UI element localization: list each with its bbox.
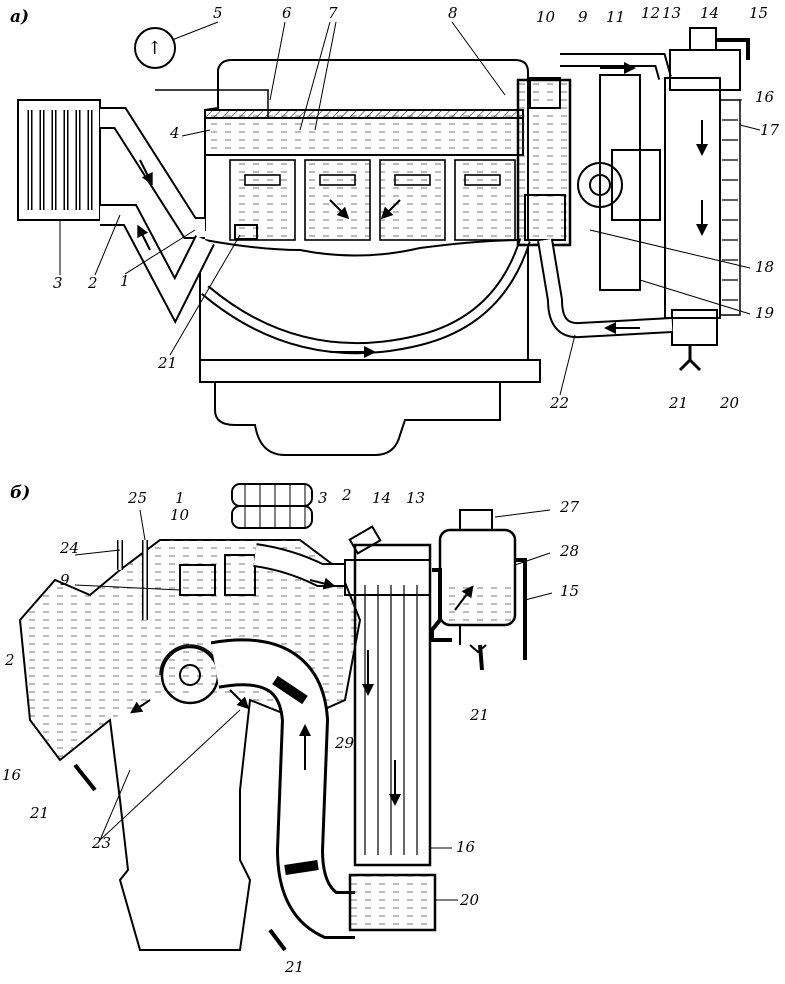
label-b-21: 21 [469, 706, 489, 724]
label-a-20: 20 [719, 394, 740, 412]
heater-core-a [17, 99, 101, 221]
label-b-25: 25 [127, 489, 147, 507]
label-a-6: 6 [282, 4, 292, 22]
radiator-cap-a [689, 27, 717, 51]
label-a-4: 4 [169, 124, 180, 142]
lower-tank-b [348, 873, 437, 932]
label-a-16: 16 [755, 88, 775, 106]
label-b-21c: 21 [284, 958, 304, 976]
label-a-11: 11 [606, 8, 625, 26]
label-b-3: 3 [318, 489, 328, 507]
label-a-1: 1 [120, 272, 130, 290]
label-b-20: 20 [459, 891, 480, 909]
label-b-21b: 21 [29, 804, 49, 822]
label-a-12: 12 [641, 4, 660, 22]
label-a-21: 21 [157, 354, 177, 372]
fan-a [599, 74, 661, 291]
label-b-2: 2 [341, 486, 352, 504]
label-a-21b: 21 [668, 394, 688, 412]
label-b-29: 29 [334, 734, 355, 752]
label-a-13: 13 [662, 4, 681, 22]
diagram-a [17, 27, 750, 456]
radiator-a [664, 77, 721, 319]
lower-tank-a [671, 309, 718, 346]
label-b-9: 9 [60, 571, 70, 589]
label-b-23: 23 [91, 834, 111, 852]
heater-core-b [231, 483, 313, 529]
label-a-18: 18 [755, 258, 774, 276]
radiator-b [353, 543, 432, 867]
label-a-22: 22 [549, 394, 569, 412]
label-a-5: 5 [213, 4, 223, 22]
label-b-1: 1 [175, 489, 185, 507]
label-b-2b: 2 [4, 651, 15, 669]
label-a-7: 7 [328, 4, 338, 22]
leader-lines [59, 21, 761, 901]
expansion-tank-a [669, 49, 741, 91]
tank-cap-b [459, 509, 493, 531]
label-a-3: 3 [53, 274, 63, 292]
label-b-28: 28 [559, 542, 579, 560]
cylinders-a [229, 159, 516, 241]
label-a-10: 10 [536, 8, 556, 26]
label-a-14: 14 [700, 4, 719, 22]
label-b-27: 27 [559, 498, 580, 516]
label-b-10: 10 [170, 506, 190, 524]
label-a-15: 15 [749, 4, 768, 22]
label-b-16: 16 [2, 766, 22, 784]
label-a-8: 8 [448, 4, 458, 22]
panel-a-label: а) [10, 7, 29, 27]
label-a-2: 2 [87, 274, 98, 292]
oil-pan-flange-a [199, 359, 541, 383]
diagram-b [18, 483, 527, 952]
label-a-9: 9 [578, 8, 588, 26]
label-a-17: 17 [760, 121, 780, 139]
temperature-gauge-a [134, 27, 176, 69]
label-b-24: 24 [59, 539, 79, 557]
thermostat-b [179, 564, 216, 596]
lower-radiator-hose-a [537, 238, 673, 339]
label-a-19: 19 [755, 304, 775, 322]
panel-b-label: б) [10, 483, 30, 503]
label-b-13: 13 [406, 489, 425, 507]
gauge-arrow-icon: ↑ [147, 38, 162, 59]
drain-valve-a [678, 345, 702, 372]
upper-tank-b [344, 559, 431, 596]
label-b-14: 14 [372, 489, 391, 507]
oil-pan-a [214, 382, 501, 456]
label-b-15: 15 [560, 582, 579, 600]
label-b-16b: 16 [456, 838, 476, 856]
labels: а) б) ↑ 5 6 7 8 10 9 11 12 13 14 15 16 1… [2, 4, 780, 976]
